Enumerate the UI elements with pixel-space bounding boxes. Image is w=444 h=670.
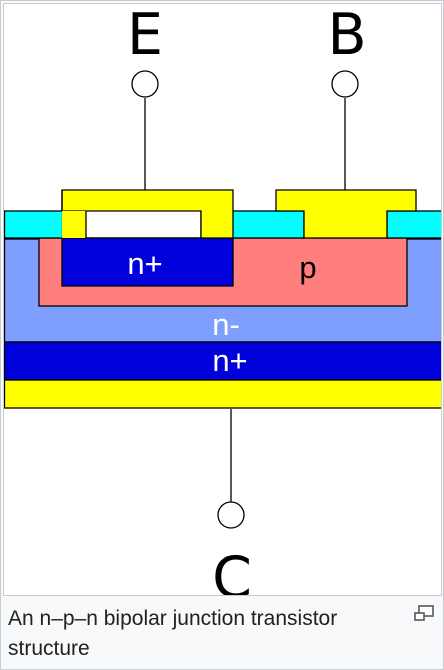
n-plus-substrate bbox=[4, 341, 441, 381]
n-plus-emitter-label: n+ bbox=[127, 246, 162, 281]
diagram-image[interactable]: E B C n+ p n- n+ bbox=[3, 3, 442, 596]
n-plus-emitter-region bbox=[61, 237, 234, 287]
base-metal bbox=[275, 189, 417, 239]
p-base-label: p bbox=[299, 250, 316, 285]
enlarge-icon[interactable] bbox=[414, 605, 434, 621]
collector-terminal bbox=[217, 501, 245, 529]
base-label: B bbox=[327, 4, 366, 68]
oxide-left bbox=[4, 210, 64, 239]
n-plus-substrate-label: n+ bbox=[212, 343, 247, 378]
emitter-metal bbox=[61, 189, 234, 239]
oxide-right bbox=[386, 210, 441, 239]
emitter-metal-stem bbox=[62, 211, 86, 238]
emitter-terminal bbox=[131, 70, 159, 98]
npn-transistor-diagram: E B C n+ p n- n+ bbox=[4, 4, 441, 596]
collector-label: C bbox=[212, 545, 252, 596]
base-terminal bbox=[331, 70, 359, 98]
emitter-label: E bbox=[127, 4, 163, 68]
n-minus-label: n- bbox=[212, 307, 240, 342]
collector-metal bbox=[4, 379, 441, 409]
figure-caption: An n–p–n bipolar junction transistor str… bbox=[8, 607, 338, 660]
